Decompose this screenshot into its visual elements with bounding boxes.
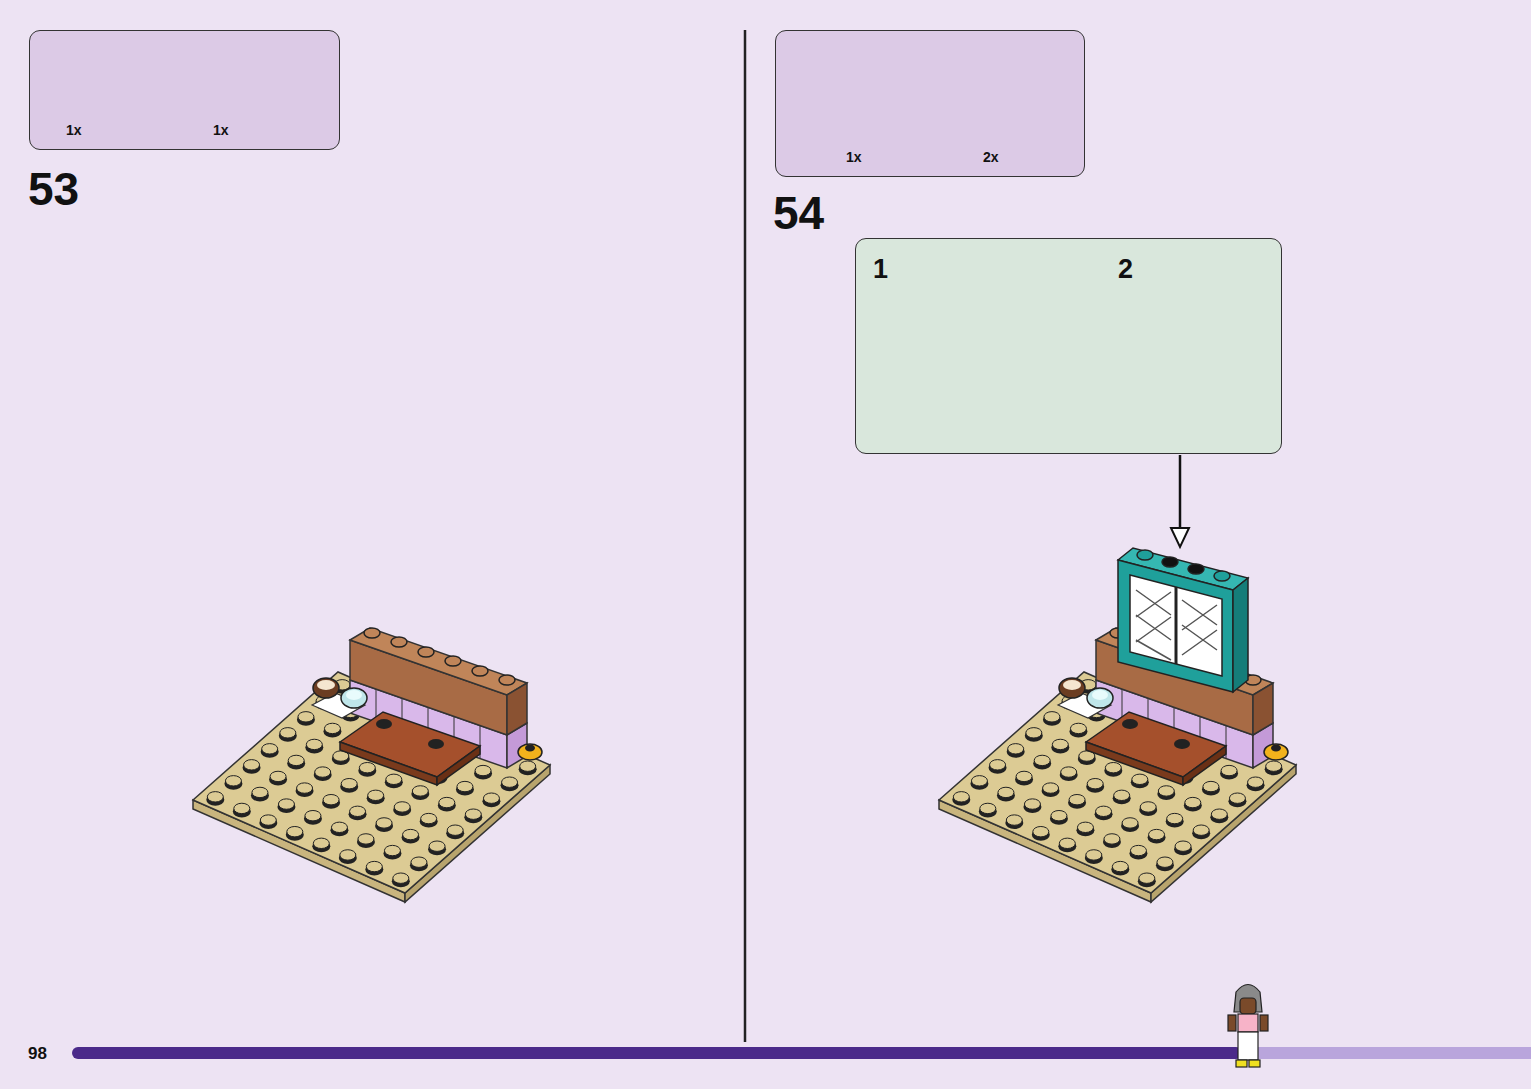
model-step-53 <box>193 628 550 902</box>
part-quantity: 2x <box>983 150 999 164</box>
part-quantity: 1x <box>66 123 82 137</box>
parts-callout: 1x 1x <box>29 30 340 150</box>
step-number: 53 <box>28 166 79 212</box>
parts-callout: 1x 2x <box>775 30 1085 177</box>
part-quantity: 1x <box>213 123 229 137</box>
substep-box: 12 <box>855 238 1282 454</box>
substep-number: 2 <box>1118 256 1133 283</box>
step-number: 54 <box>773 190 824 236</box>
substep-number: 1 <box>873 256 888 283</box>
part-quantity: 1x <box>846 150 862 164</box>
page-number: 98 <box>28 1045 47 1062</box>
